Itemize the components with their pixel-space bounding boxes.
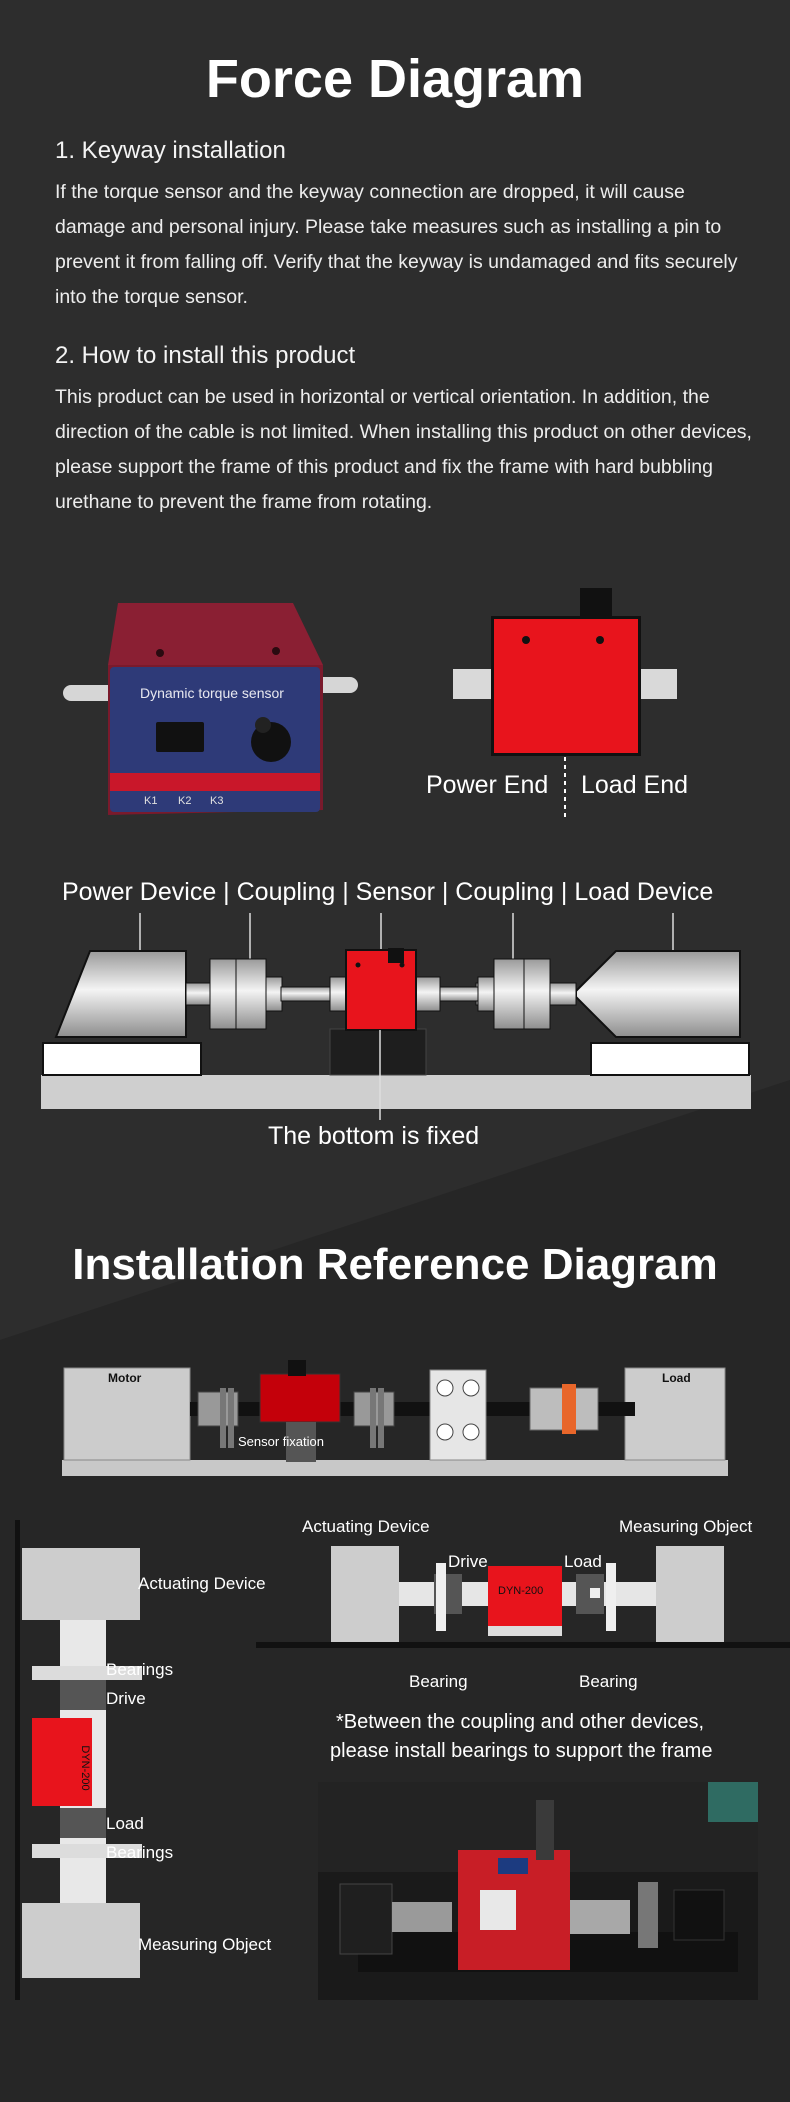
vertical-diagram: DYN-200	[15, 1520, 142, 2000]
setup-photo	[318, 1782, 758, 2000]
ref-load-label: Load	[662, 1371, 691, 1385]
horizontal-diagram: DYN-200	[256, 1546, 790, 1648]
horizontal-drive-label: Drive	[448, 1552, 488, 1571]
horizontal-sensor-model: DYN-200	[498, 1585, 543, 1597]
section1-heading: 1. Keyway installation	[55, 137, 286, 164]
note-line2: please install bearings to support the f…	[330, 1740, 713, 1762]
power-end-label: Power End	[426, 771, 549, 799]
section2-body: This product can be used in horizontal o…	[55, 386, 752, 513]
ref-sensor-fixation-label: Sensor fixation	[238, 1434, 324, 1449]
vertical-actuating-label: Actuating Device	[138, 1574, 266, 1593]
horizontal-measuring-label: Measuring Object	[619, 1517, 753, 1536]
key-k2: K2	[178, 795, 191, 807]
page-title: Force Diagram	[205, 49, 585, 109]
vertical-sensor-model: DYN-200	[79, 1745, 91, 1790]
vertical-measuring-label: Measuring Object	[138, 1935, 272, 1954]
drive-chain-diagram	[41, 913, 751, 1120]
key-k1: K1	[144, 795, 157, 807]
vertical-bearings-bottom-label: Bearings	[106, 1843, 174, 1862]
horizontal-actuating-label: Actuating Device	[302, 1517, 430, 1536]
reference-diagram: Motor Load Sensor fixation	[62, 1360, 728, 1476]
note-line1: *Between the coupling and other devices,	[336, 1711, 705, 1733]
load-end-label: Load End	[581, 771, 689, 799]
bottom-fixed-label: The bottom is fixed	[268, 1122, 480, 1150]
ref-motor-label: Motor	[108, 1371, 142, 1385]
chain-labels: Power Device | Coupling | Sensor | Coupl…	[62, 878, 714, 906]
horizontal-load-label: Load	[564, 1552, 602, 1571]
vertical-load-label: Load	[106, 1814, 144, 1833]
installation-title: Installation Reference Diagram	[72, 1240, 718, 1289]
sensor-ends-diagram	[453, 588, 677, 817]
section1-body: If the torque sensor and the keyway conn…	[55, 181, 738, 308]
vertical-bearings-top-label: Bearings	[106, 1660, 174, 1679]
sensor-panel-label: Dynamic torque sensor	[140, 685, 284, 701]
key-k3: K3	[210, 795, 223, 807]
section2-heading: 2. How to install this product	[55, 342, 356, 369]
sensor-photo: Dynamic torque sensor K1 K2 K3	[63, 603, 358, 815]
bearing-left-label: Bearing	[409, 1672, 468, 1691]
bearing-right-label: Bearing	[579, 1672, 638, 1691]
vertical-drive-label: Drive	[106, 1689, 146, 1708]
